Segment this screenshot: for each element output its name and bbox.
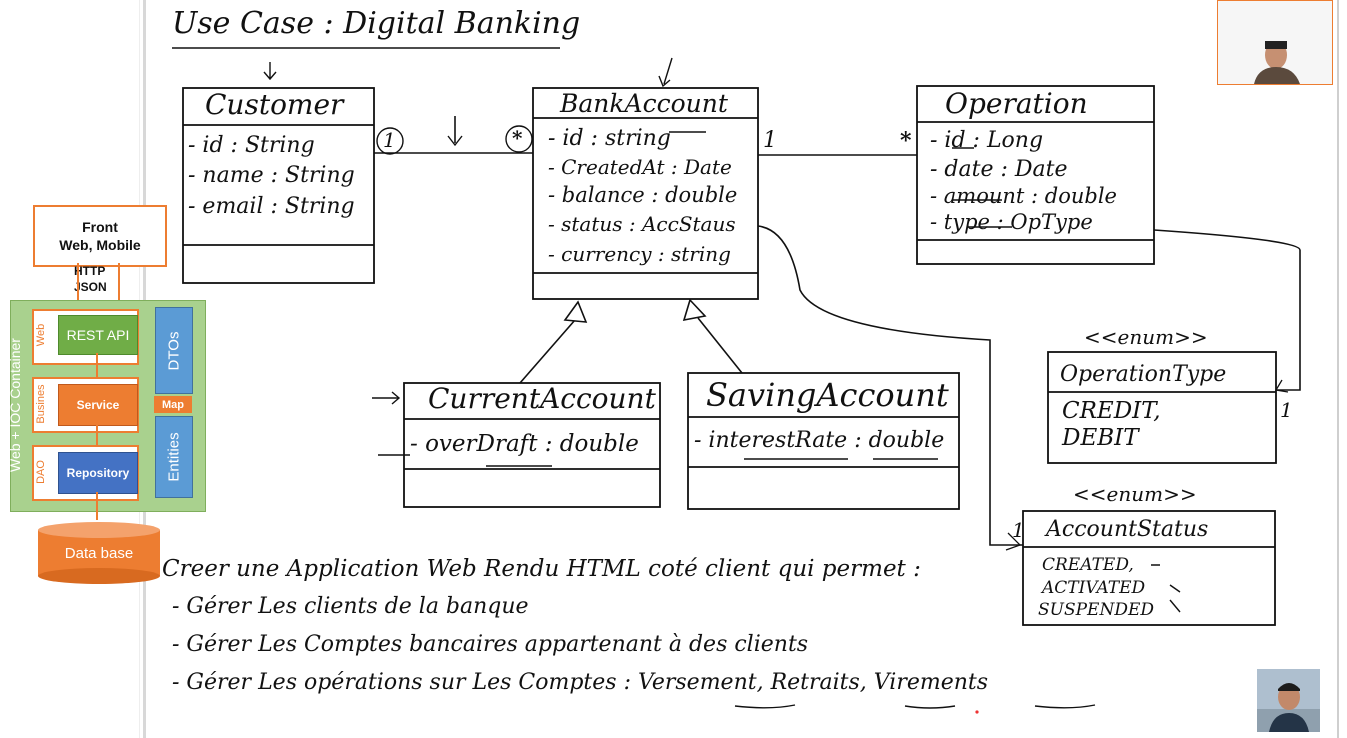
multiplicity-operation: *	[900, 128, 912, 154]
database-label: Data base	[64, 545, 134, 562]
operation-attr: - type : OpType	[930, 210, 1093, 234]
arch-arrows	[77, 263, 120, 520]
currentaccount-attr: - overDraft : double	[410, 431, 639, 457]
multiplicity-bankaccount-left: *	[512, 126, 523, 150]
accountstatus-value: SUSPENDED	[1038, 600, 1155, 620]
service-box: Service	[58, 384, 138, 426]
accountstatus-value: CREATED,	[1042, 555, 1134, 575]
bankaccount-class-name: BankAccount	[560, 89, 728, 118]
multiplicity-customer: 1	[383, 128, 396, 152]
operation-attr: - date : Date	[930, 157, 1068, 182]
operation-attr: - id : Long	[930, 128, 1044, 153]
notes-item: - Gérer Les opérations sur Les Comptes :…	[172, 670, 989, 695]
multiplicity-circles	[376, 125, 533, 155]
multiplicity-status: 1	[1012, 518, 1025, 542]
repository-box: Repository	[58, 452, 138, 494]
notes-item: - Gérer Les clients de la banque	[172, 594, 529, 619]
notes-item: - Gérer Les Comptes bancaires appartenan…	[172, 632, 809, 657]
bankaccount-attr: - id : string	[548, 126, 671, 151]
operationtype-class-name: OperationType	[1060, 362, 1227, 387]
customer-attr: - id : String	[188, 133, 315, 158]
marker-arrows	[1005, 379, 1289, 551]
operationtype-stereotype: <<enum>>	[1084, 325, 1208, 349]
savingaccount-class-name: SavingAccount	[706, 376, 949, 414]
notes-heading: Creer une Application Web Rendu HTML cot…	[162, 556, 921, 582]
presenter-webcam	[1217, 0, 1333, 85]
operation-class-name: Operation	[945, 87, 1088, 120]
http-label: HTTP	[74, 264, 106, 278]
page-edge	[1337, 0, 1339, 738]
accountstatus-stereotype: <<enum>>	[1073, 482, 1197, 506]
http-json-label: HTTP JSON	[74, 263, 124, 295]
rest-api-box: REST API	[58, 315, 138, 355]
front-line2: Web, Mobile	[59, 237, 141, 253]
dtos-box: DTOs	[155, 307, 193, 394]
operation-attr: - amount : double	[930, 184, 1117, 208]
front-line1: Front	[82, 219, 118, 235]
multiplicity-bankaccount-right: 1	[763, 128, 777, 153]
accountstatus-value: ACTIVATED	[1042, 578, 1146, 598]
multiplicity-optype: 1	[1280, 398, 1293, 422]
uml-boxes	[182, 85, 1277, 626]
note-underlines	[486, 131, 1096, 709]
customer-class-name: Customer	[205, 88, 344, 121]
currentaccount-class-name: CurrentAccount	[428, 382, 656, 415]
savingaccount-attr: - interestRate : double	[694, 428, 945, 453]
map-box: Map	[154, 396, 192, 413]
customer-attr: - email : String	[188, 194, 355, 219]
accountstatus-class-name: AccountStatus	[1046, 517, 1209, 542]
inheritance-triangles	[563, 298, 707, 323]
database-cylinder	[38, 522, 160, 584]
speaker-icon	[1257, 669, 1320, 732]
operationtype-value: DEBIT	[1062, 425, 1139, 451]
uml-associations	[372, 116, 1301, 546]
bankaccount-attr: - CreatedAt : Date	[548, 155, 732, 179]
presenter-icon	[1218, 1, 1332, 84]
json-label: JSON	[74, 280, 107, 294]
bankaccount-attr: - currency : string	[548, 242, 731, 266]
speaker-thumbnail	[1257, 669, 1320, 732]
operationtype-value: CREDIT,	[1062, 398, 1161, 424]
red-dot	[975, 710, 979, 714]
bankaccount-attr: - balance : double	[548, 183, 738, 207]
page-title: Use Case : Digital Banking	[172, 6, 581, 41]
bankaccount-attr: - status : AccStaus	[548, 212, 736, 236]
pointer-arrows	[263, 57, 1181, 613]
customer-attr: - name : String	[188, 163, 355, 188]
entities-box: Entities	[155, 416, 193, 498]
